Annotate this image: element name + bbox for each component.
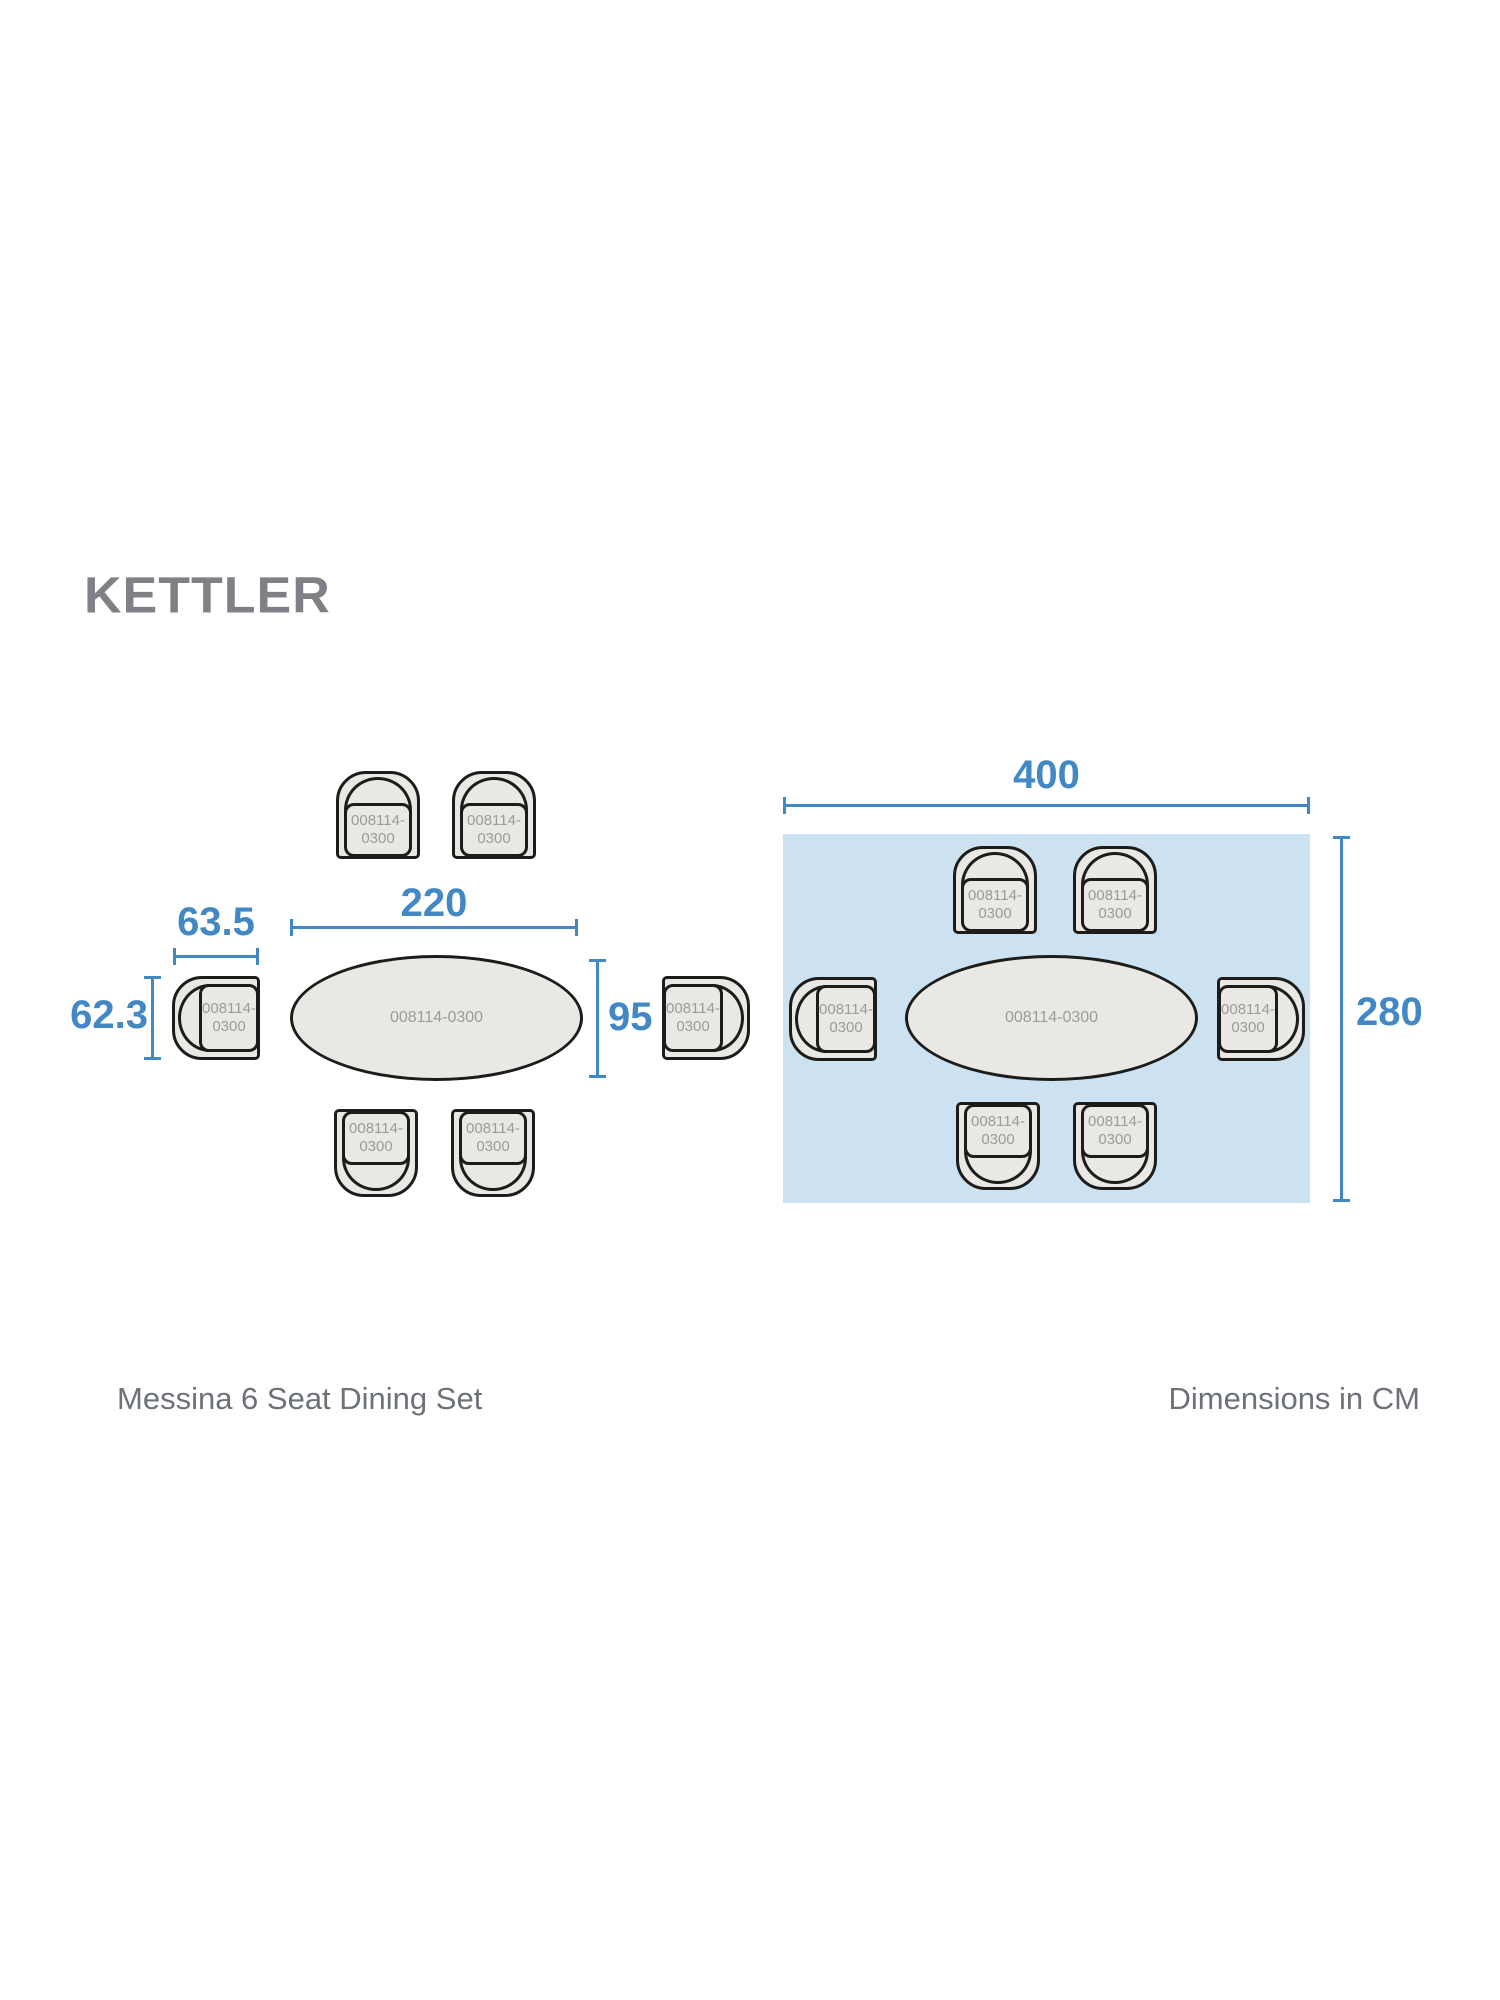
chair-code-label: 008114-0300 (971, 1113, 1025, 1148)
chair-seat: 008114-0300 (459, 1111, 527, 1165)
set-chair-bottom-2: 008114-0300 (451, 1109, 535, 1197)
area-depth-dimension-line (1333, 836, 1350, 1202)
chair-code-label: 008114-0300 (1088, 1113, 1142, 1148)
chair-code-label: 008114-0300 (349, 1120, 403, 1155)
set-dining-table: 008114-0300 (290, 955, 583, 1081)
chair-code-label: 008114-0300 (351, 812, 405, 847)
area-dining-table: 008114-0300 (905, 955, 1198, 1081)
chair-depth-value: 62.3 (70, 993, 148, 1037)
chair-seat: 008114-0300 (1081, 878, 1149, 932)
table-depth-dimension-line (589, 959, 606, 1078)
chair-code-label: 008114-0300 (1221, 1001, 1275, 1036)
area-chair-bottom-1: 008114-0300 (956, 1102, 1040, 1190)
area-chair-bottom-2: 008114-0300 (1073, 1102, 1157, 1190)
chair-seat: 008114-0300 (961, 878, 1029, 932)
product-name: Messina 6 Seat Dining Set (117, 1381, 483, 1416)
set-chair-right: 008114-0300 (662, 976, 750, 1060)
table-depth-value: 95 (608, 995, 653, 1039)
chair-seat: 008114-0300 (663, 984, 723, 1052)
set-chair-left: 008114-0300 (172, 976, 260, 1060)
chair-seat: 008114-0300 (816, 985, 876, 1053)
area-width-dimension-line (783, 797, 1310, 814)
chair-seat: 008114-0300 (342, 1111, 410, 1165)
chair-code-label: 008114-0300 (968, 887, 1022, 922)
chair-width-dimension-line (173, 948, 259, 965)
table-code-label: 008114-0300 (1004, 1009, 1099, 1026)
chair-depth-dimension-line (144, 976, 161, 1060)
chair-code-label: 008114-0300 (467, 812, 521, 847)
chair-seat: 008114-0300 (1081, 1104, 1149, 1158)
chair-width-value: 63.5 (177, 900, 255, 944)
table-length-value: 220 (400, 881, 468, 925)
chair-seat: 008114-0300 (964, 1104, 1032, 1158)
set-chair-bottom-1: 008114-0300 (334, 1109, 418, 1197)
chair-seat: 008114-0300 (199, 984, 259, 1052)
area-chair-right: 008114-0300 (1217, 977, 1305, 1061)
chair-seat: 008114-0300 (460, 803, 528, 857)
units-note: Dimensions in CM (1168, 1381, 1420, 1416)
kettler-logo: KETTLER (84, 567, 331, 625)
area-chair-top-2: 008114-0300 (1073, 846, 1157, 934)
area-chair-left: 008114-0300 (789, 977, 877, 1061)
area-chair-top-1: 008114-0300 (953, 846, 1037, 934)
chair-code-label: 008114-0300 (466, 1120, 520, 1155)
area-width-value: 400 (1013, 753, 1080, 797)
chair-seat: 008114-0300 (1218, 985, 1278, 1053)
chair-code-label: 008114-0300 (819, 1001, 873, 1036)
table-length-dimension-line (290, 919, 578, 936)
chair-seat: 008114-0300 (344, 803, 412, 857)
chair-code-label: 008114-0300 (202, 1000, 256, 1035)
chair-code-label: 008114-0300 (1088, 887, 1142, 922)
area-depth-value: 280 (1356, 990, 1423, 1034)
chair-code-label: 008114-0300 (666, 1000, 720, 1035)
table-code-label: 008114-0300 (389, 1009, 484, 1026)
set-chair-top-1: 008114-0300 (336, 771, 420, 859)
set-chair-top-2: 008114-0300 (452, 771, 536, 859)
